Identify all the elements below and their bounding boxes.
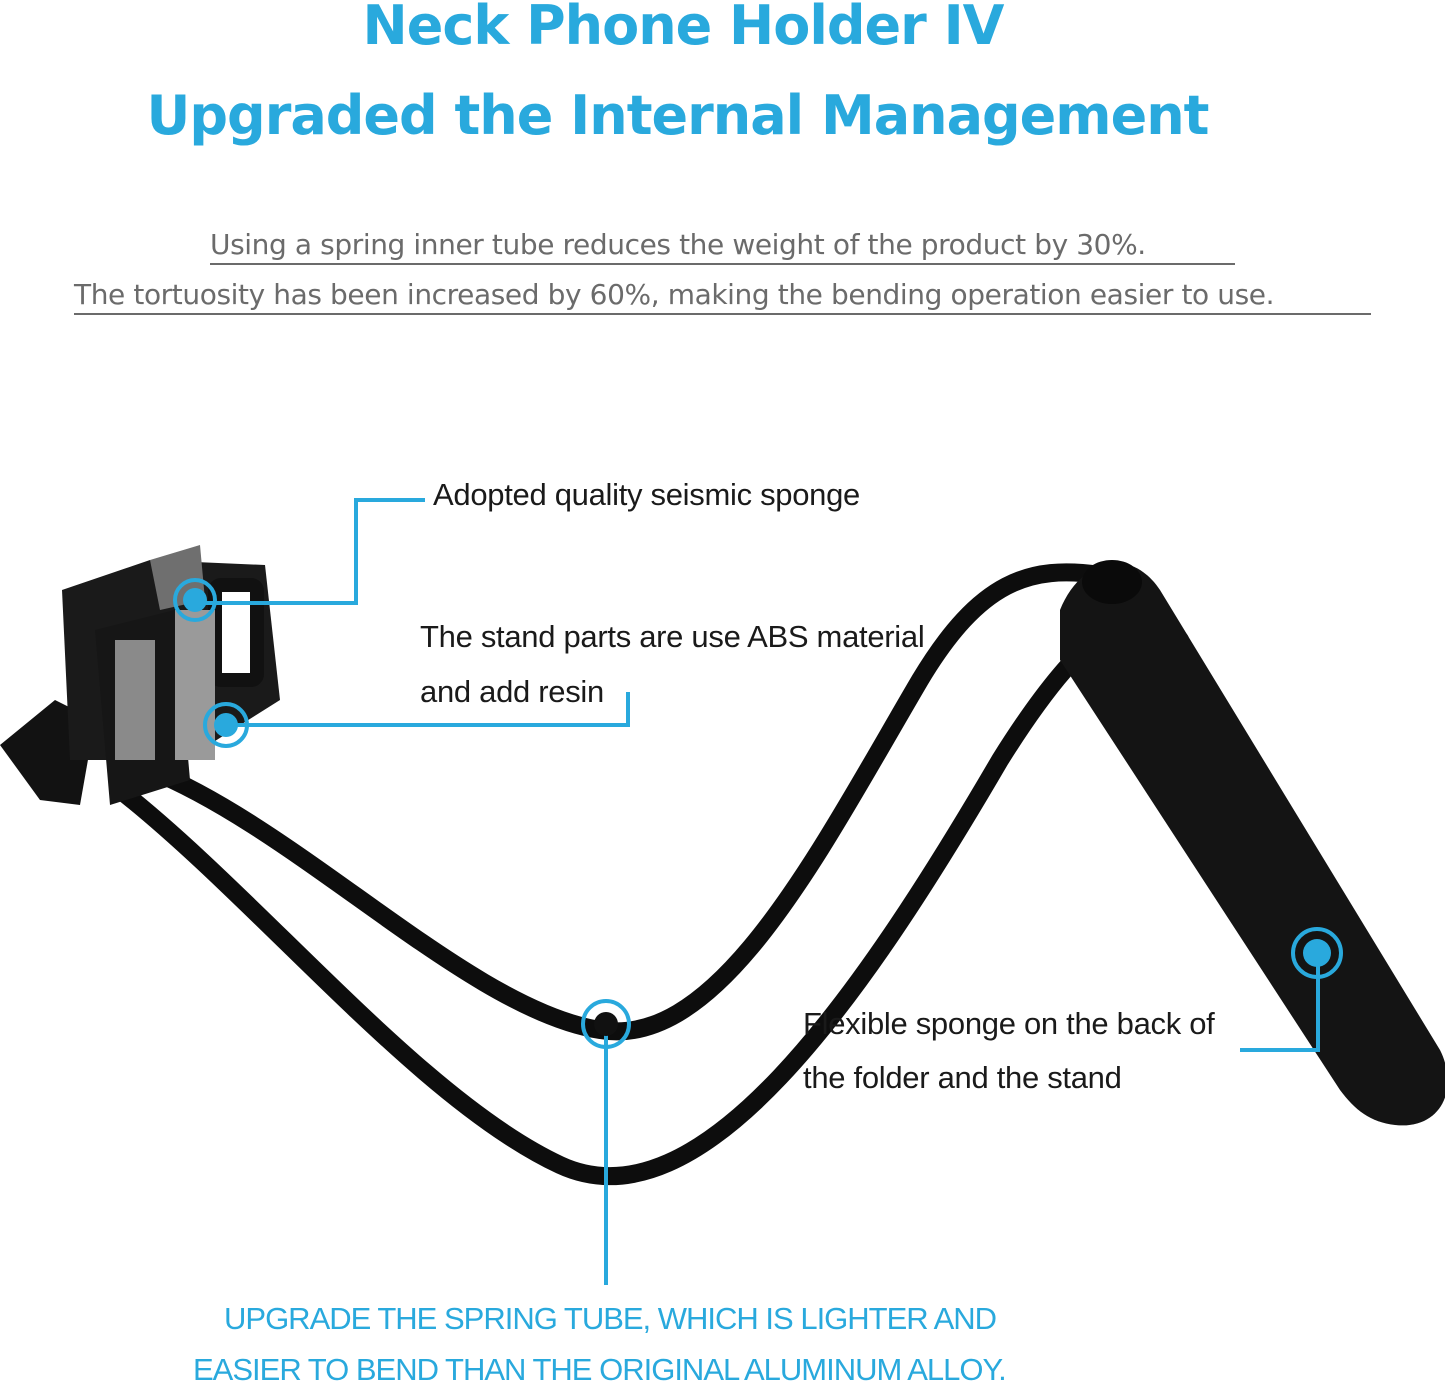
marker-sponge bbox=[173, 578, 217, 622]
upper-tube bbox=[141, 563, 1109, 1041]
page-subtitle-heading: Upgraded the Internal Management bbox=[146, 84, 1210, 147]
marker-flex bbox=[1291, 927, 1343, 979]
neck-pad-end bbox=[1082, 560, 1142, 604]
spring-tube-note-line1: UPGRADE THE SPRING TUBE, WHICH IS LIGHTE… bbox=[224, 1301, 997, 1336]
callout-flex-line1: Flexible sponge on the back of bbox=[803, 1006, 1215, 1041]
spring-tube-note-line2: EASIER TO BEND THAN THE ORIGINAL ALUMINU… bbox=[193, 1352, 1007, 1387]
callout-flex-line2: the folder and the stand bbox=[803, 1060, 1122, 1095]
tortuosity-note: The tortuosity has been increased by 60%… bbox=[74, 278, 1371, 315]
connector-lines bbox=[200, 498, 1320, 1285]
neck-pad bbox=[1060, 563, 1445, 1126]
callout-seismic-sponge: Adopted quality seismic sponge bbox=[433, 477, 860, 512]
page-title: Neck Phone Holder IV bbox=[362, 0, 1005, 57]
phone-clamp bbox=[0, 545, 280, 805]
callout-abs-line1: The stand parts are use ABS material bbox=[420, 619, 925, 654]
weight-reduction-note: Using a spring inner tube reduces the we… bbox=[210, 228, 1235, 265]
callout-abs-line2: and add resin bbox=[420, 674, 604, 709]
marker-tube bbox=[581, 999, 631, 1049]
marker-abs bbox=[203, 702, 249, 748]
